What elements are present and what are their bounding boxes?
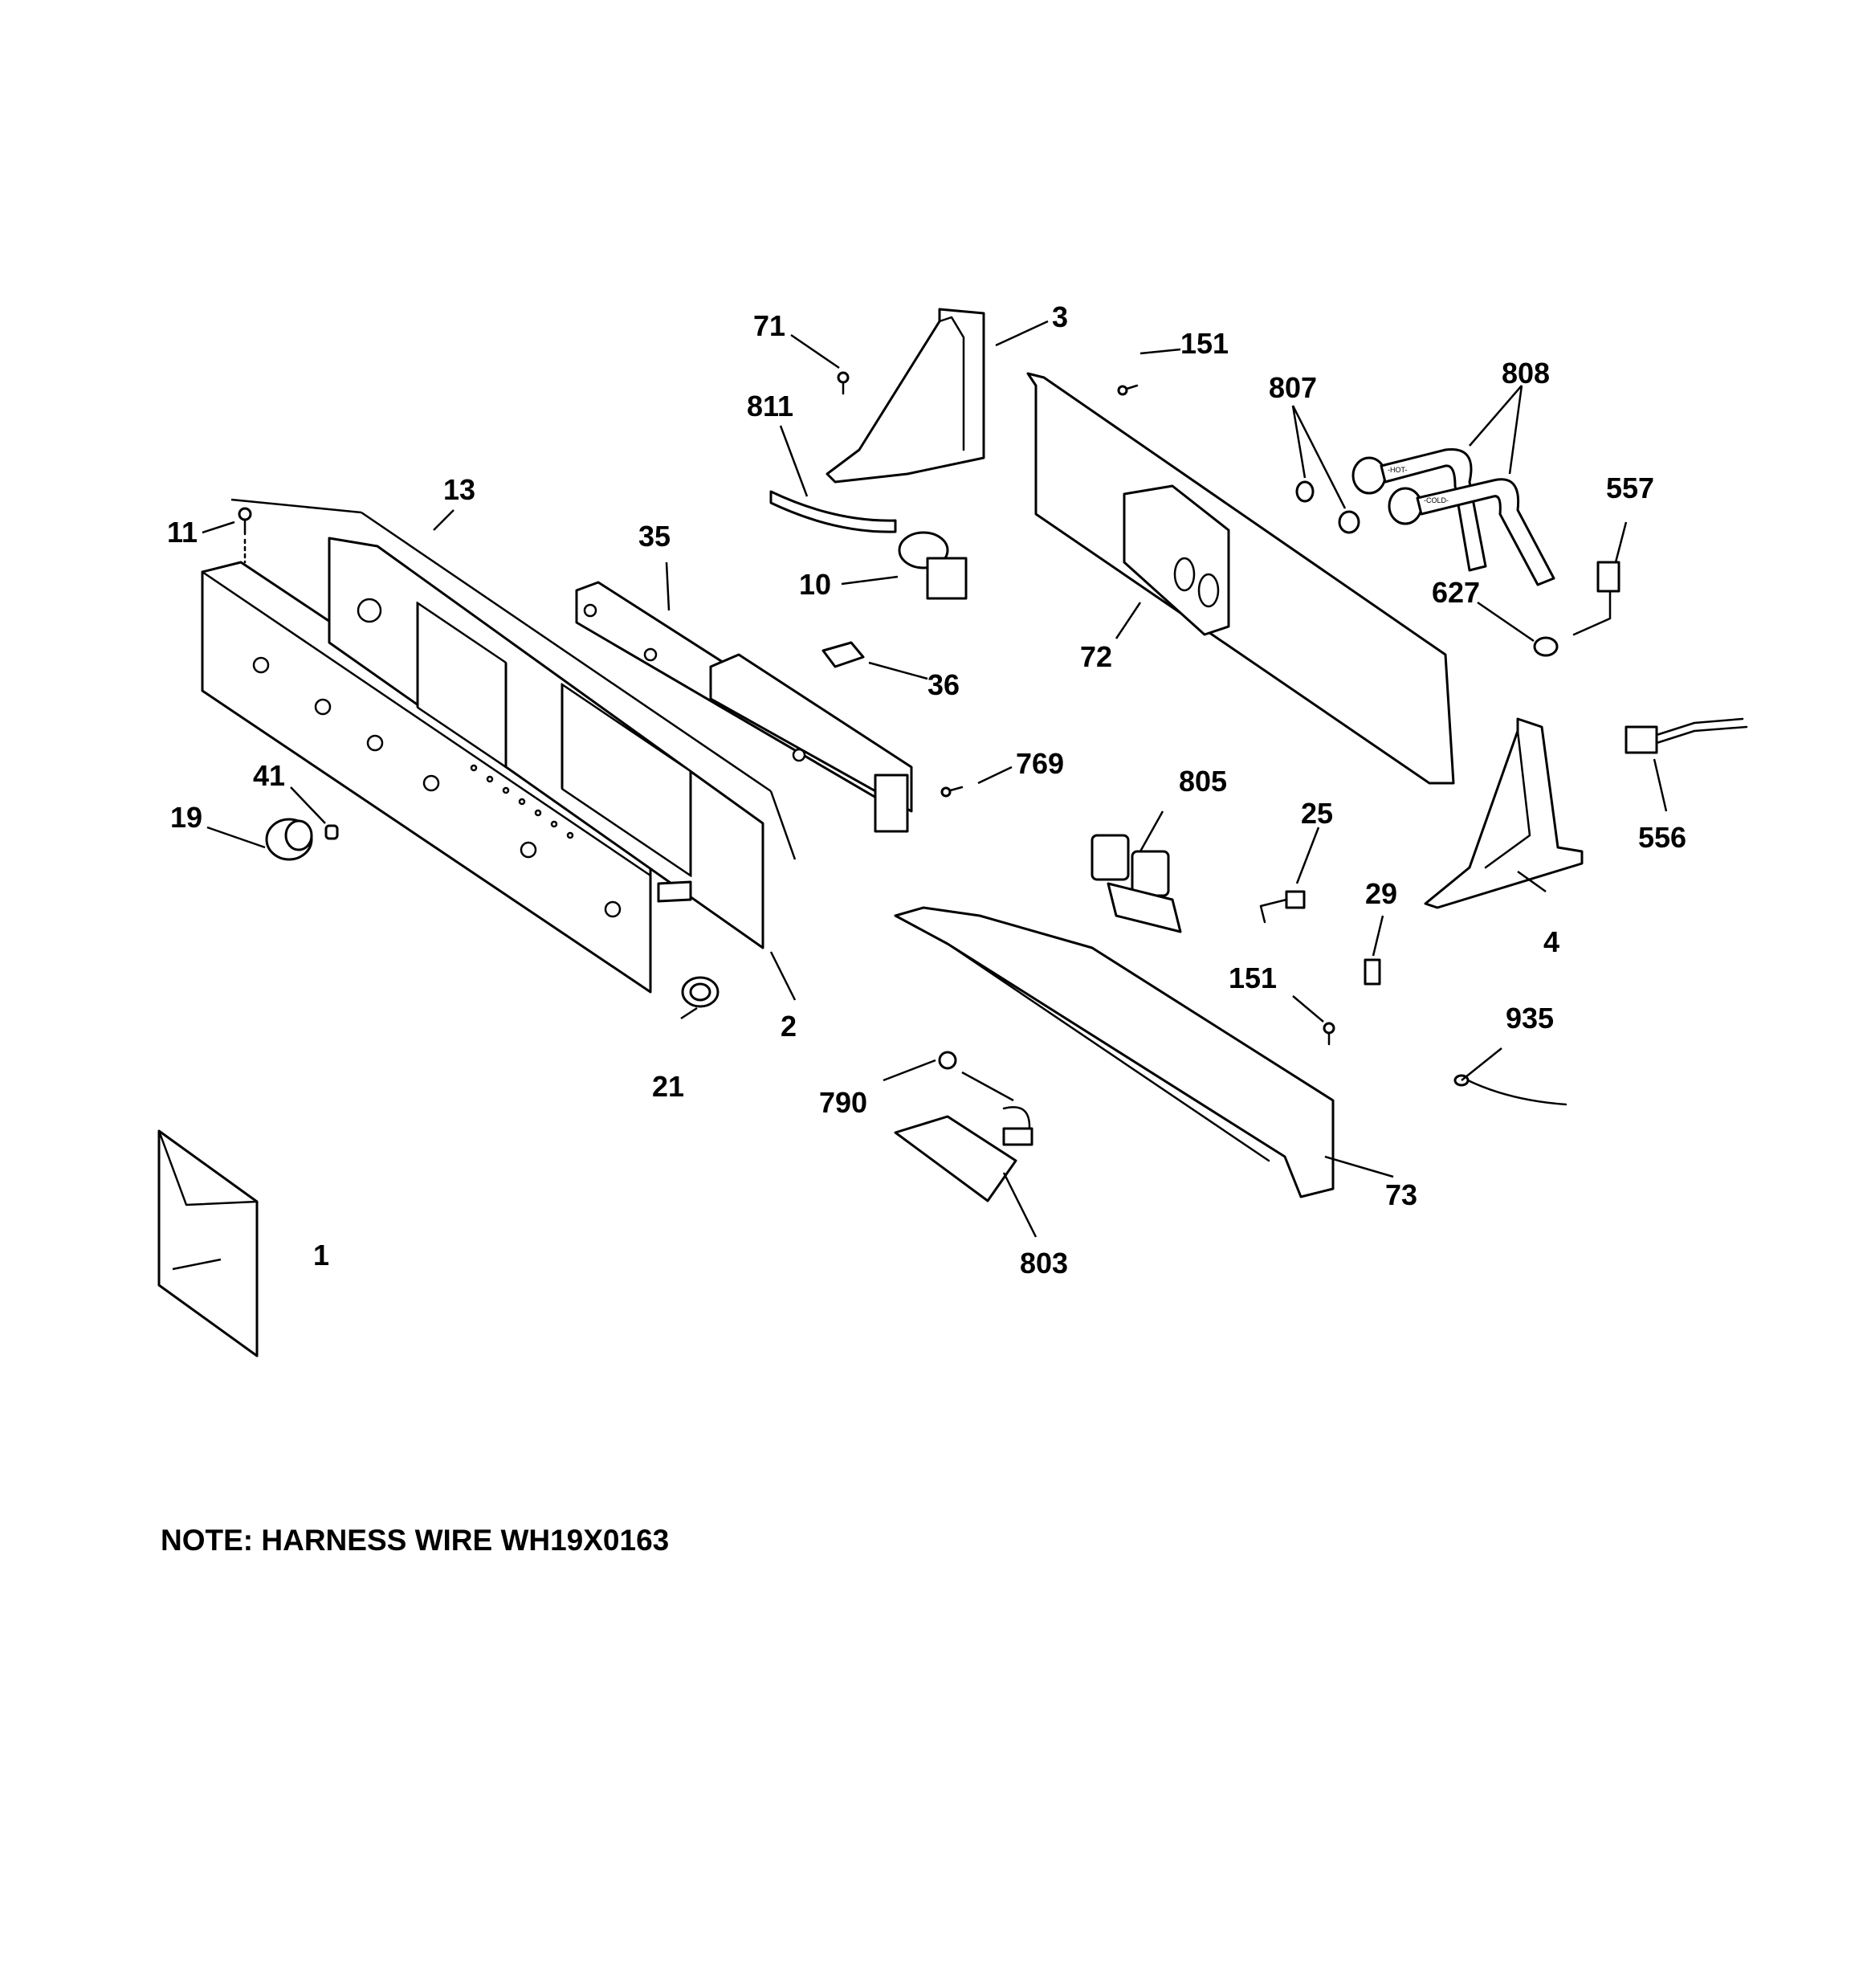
part-25-wire-clip (1259, 890, 1306, 924)
callout-807: 807 (1269, 371, 1317, 404)
callout-21: 21 (652, 1070, 684, 1103)
callout-72: 72 (1080, 640, 1112, 673)
part-72-back-panel (1026, 372, 1455, 785)
part-29-clip (1364, 958, 1381, 986)
part-21-button (681, 976, 720, 1008)
callout-151-top: 151 (1180, 327, 1229, 360)
part-627-cap (1533, 636, 1559, 657)
callout-25: 25 (1301, 797, 1333, 830)
part-71-screw (837, 371, 850, 395)
callout-805: 805 (1179, 765, 1227, 798)
part-35-control-board (575, 581, 913, 833)
part-10-pressure-switch (898, 531, 968, 600)
part-805-water-valve (1090, 834, 1182, 933)
callout-2: 2 (781, 1010, 797, 1043)
callout-35: 35 (638, 520, 671, 553)
part-console-front-panel (201, 561, 652, 994)
callout-73: 73 (1385, 1178, 1417, 1211)
callout-1: 1 (313, 1239, 329, 1272)
part-790-clamp (938, 1051, 957, 1070)
part-151-screw-top (1117, 384, 1139, 396)
part-808-inlet-hoses: -HOT- -COLD- (1351, 448, 1555, 586)
callout-808: 808 (1502, 357, 1550, 390)
part-811-hose (769, 490, 897, 533)
callout-19: 19 (170, 801, 202, 834)
hot-label: -HOT- (1388, 466, 1408, 474)
callout-36: 36 (927, 668, 960, 701)
part-151-screw-bottom (1323, 1022, 1335, 1046)
part-41-spring (324, 824, 339, 840)
part-11-screw (238, 507, 252, 564)
part-803-hose-assembly (894, 1106, 1033, 1202)
callout-803: 803 (1020, 1247, 1068, 1280)
part-769-screw (940, 786, 964, 798)
part-935-ground-wire (1453, 1074, 1567, 1106)
callout-labels: 1 2 3 4 10 11 13 19 21 25 29 35 36 41 71… (167, 300, 1686, 1280)
part-1-literature-packet (157, 1129, 259, 1357)
callout-769: 769 (1016, 747, 1064, 780)
callout-627: 627 (1432, 576, 1480, 609)
cold-label: -COLD- (1424, 496, 1449, 504)
part-2-console-frame (328, 537, 764, 949)
callout-29: 29 (1365, 877, 1397, 910)
part-19-knob (265, 818, 313, 861)
callout-3: 3 (1052, 300, 1068, 333)
callout-557: 557 (1606, 471, 1654, 504)
callout-790: 790 (819, 1086, 867, 1119)
part-4-right-end-cap (1424, 717, 1584, 909)
callout-10: 10 (799, 568, 831, 601)
part-73-bottom-bracket (894, 906, 1335, 1198)
callout-935: 935 (1506, 1002, 1554, 1035)
part-557-plug (1572, 561, 1620, 636)
part-807-washers (1295, 480, 1360, 534)
part-36-clip (821, 641, 865, 668)
callout-151-bottom: 151 (1229, 961, 1277, 994)
harness-wire-note: NOTE: HARNESS WIRE WH19X0163 (161, 1524, 669, 1557)
part-3-left-end-cap (826, 308, 985, 484)
callout-41: 41 (253, 759, 285, 792)
callout-556: 556 (1638, 821, 1686, 854)
callout-4: 4 (1543, 925, 1559, 958)
callout-71: 71 (753, 309, 785, 342)
callout-11: 11 (167, 516, 198, 549)
callout-13: 13 (443, 473, 475, 506)
callout-811: 811 (747, 390, 793, 423)
part-556-connector (1625, 717, 1748, 754)
leader-lines (172, 320, 1668, 1271)
